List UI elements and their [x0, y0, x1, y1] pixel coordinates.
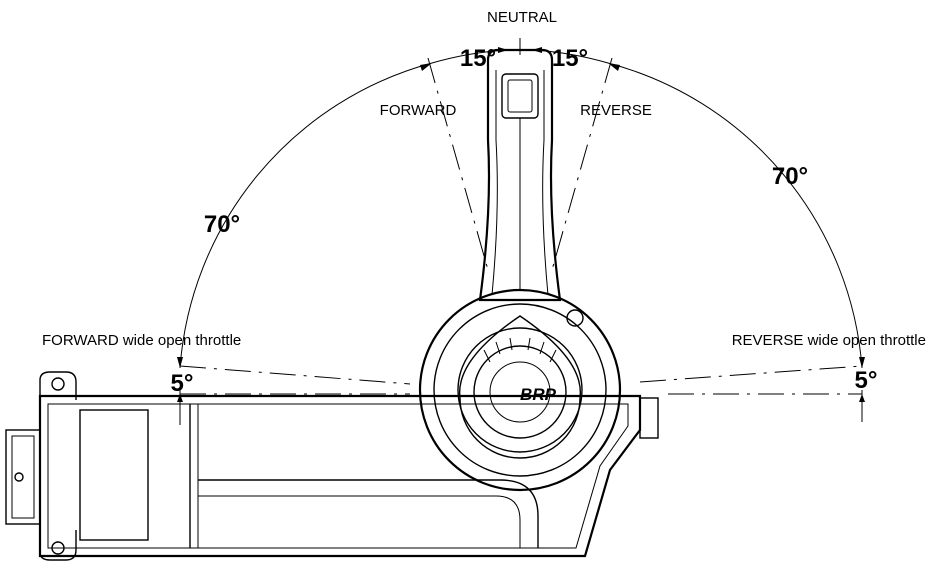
right-tab [639, 397, 659, 439]
reverse-range-angle: 70° [772, 163, 808, 190]
lever-inner-right [542, 70, 549, 296]
hub-core [473, 345, 567, 439]
arrow-forward-bottom [177, 357, 183, 368]
friction-screw-icon [566, 309, 584, 327]
forward-wot-angle: 5° [171, 370, 194, 397]
pivot-hub: BRP [418, 288, 622, 492]
lever-outline [478, 48, 562, 302]
brp-logo: BRP [520, 385, 557, 404]
arrow-reverse-top [608, 63, 620, 71]
reverse-label: REVERSE [580, 102, 652, 119]
arrow-reverse-bottom [859, 357, 865, 368]
reverse-range-arc [607, 62, 863, 369]
hub-outer [418, 288, 622, 492]
base-inner [47, 403, 629, 549]
forward-range-angle: 70° [204, 211, 240, 238]
lever-inner-left [491, 70, 498, 296]
fwd-5-arrow [177, 394, 183, 402]
base-outline [38, 394, 642, 558]
forward-15-line [427, 57, 489, 271]
hub-teardrop [458, 315, 582, 459]
connector [5, 429, 41, 525]
arrow-forward-top [420, 63, 432, 71]
position-lines [179, 38, 863, 395]
hub-ring [433, 303, 607, 477]
neutral-reverse-angle: 15° [552, 45, 588, 72]
hub-center [489, 361, 551, 423]
mount-hole-top [51, 377, 65, 391]
rear-panel [79, 409, 149, 541]
throttle-lever [478, 48, 562, 302]
grip-cutout [198, 479, 539, 548]
connector-pin [14, 472, 24, 482]
connector-inner [11, 435, 35, 519]
reverse-15-line [551, 57, 613, 271]
neutral-label: NEUTRAL [487, 9, 557, 26]
forward-label: FORWARD [380, 102, 457, 119]
lever-button-inner [507, 79, 533, 113]
hub-teeth [483, 337, 557, 363]
grip-cutout-inner [198, 495, 521, 548]
forward-wot-line [179, 365, 411, 385]
hub-mid [457, 327, 583, 453]
reverse-wot-line [639, 365, 863, 383]
forward-range-arc [179, 62, 433, 369]
reverse-wot-angle: 5° [855, 367, 878, 394]
angle-arcs [177, 47, 865, 425]
forward-wot-label: FORWARD wide open throttle [42, 332, 241, 349]
reverse-wot-label: REVERSE wide open throttle [732, 332, 926, 349]
mount-ear-top [39, 371, 77, 400]
rev-5-arrow [859, 394, 865, 402]
lever-button [501, 73, 539, 119]
neutral-forward-angle: 15° [460, 45, 496, 72]
